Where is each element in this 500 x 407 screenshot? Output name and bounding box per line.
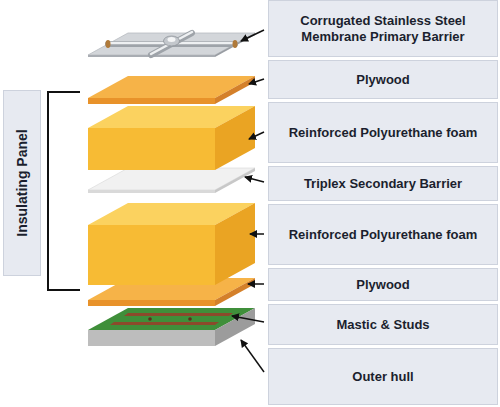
- layer-label: Reinforced Polyurethane foam: [289, 125, 478, 141]
- triplex-layer: [88, 168, 255, 193]
- layer-label-box: Reinforced Polyurethane foam: [268, 102, 498, 163]
- mastic-studs-layer: [110, 313, 233, 325]
- top-plywood-layer: [88, 76, 255, 104]
- panel-label-box: Insulating Panel: [3, 90, 41, 276]
- outer-hull-layer: [88, 308, 255, 346]
- layer-label-box: Plywood: [268, 60, 498, 99]
- layer-label-box: Corrugated Stainless Steel Membrane Prim…: [268, 0, 498, 57]
- layer-label: Mastic & Studs: [336, 317, 429, 333]
- layer-label: Triplex Secondary Barrier: [304, 176, 462, 192]
- layer-label-box: Outer hull: [268, 348, 498, 405]
- upper-foam-layer: [88, 106, 255, 170]
- layer-label-box: Reinforced Polyurethane foam: [268, 204, 498, 265]
- panel-bracket: [48, 92, 80, 290]
- panel-label: Insulating Panel: [14, 129, 30, 236]
- lower-foam-layer: [88, 203, 255, 285]
- steel-membrane: [88, 32, 255, 57]
- layer-label: Corrugated Stainless Steel Membrane Prim…: [275, 13, 491, 45]
- layer-label: Plywood: [356, 277, 409, 293]
- layer-label: Plywood: [356, 72, 409, 88]
- layer-label: Outer hull: [352, 369, 413, 385]
- layer-label: Reinforced Polyurethane foam: [289, 227, 478, 243]
- layer-label-box: Mastic & Studs: [268, 304, 498, 345]
- layer-label-box: Triplex Secondary Barrier: [268, 166, 498, 201]
- leader-arrows: [232, 30, 264, 372]
- layer-label-box: Plywood: [268, 268, 498, 301]
